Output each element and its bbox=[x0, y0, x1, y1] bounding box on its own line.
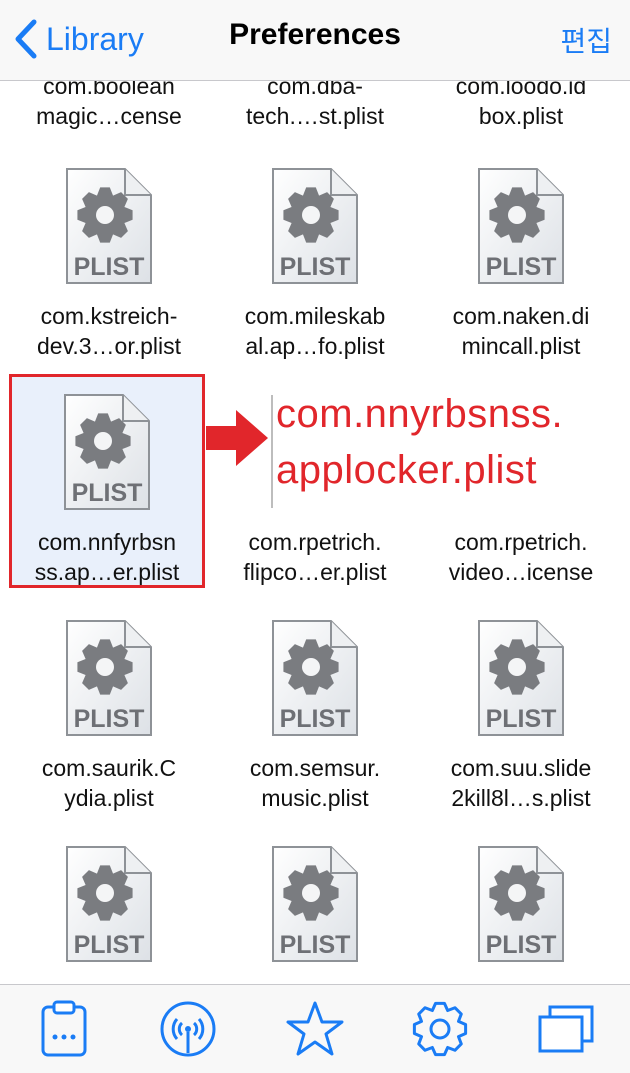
plist-label: PLIST bbox=[280, 705, 351, 733]
file-name-line2: box.plist bbox=[478, 103, 564, 129]
wifi-broadcast-icon[interactable] bbox=[158, 999, 218, 1059]
plist-file-icon: PLIST bbox=[272, 846, 358, 962]
file-item[interactable]: com.rpetrich. video…icense bbox=[418, 387, 624, 587]
arrow-right-icon bbox=[206, 410, 268, 466]
plist-label: PLIST bbox=[74, 705, 145, 733]
edit-button[interactable]: 편집 bbox=[560, 26, 612, 57]
plist-file-icon: PLIST bbox=[272, 620, 358, 736]
plist-label: PLIST bbox=[280, 253, 351, 281]
file-name-line1: com.naken.di bbox=[452, 303, 590, 329]
text-cursor bbox=[271, 395, 273, 508]
plist-file-icon: PLIST bbox=[272, 168, 358, 284]
file-name-line2: mincall.plist bbox=[461, 333, 581, 359]
file-name-line2: video…icense bbox=[448, 559, 594, 585]
file-name-line2: dev.3…or.plist bbox=[36, 333, 182, 359]
file-item[interactable]: PLIST bbox=[418, 839, 624, 984]
file-item[interactable]: com.boolean magic…cense bbox=[6, 81, 212, 141]
file-grid[interactable]: com.boolean magic…cense com.dba- tech.…s… bbox=[0, 81, 630, 984]
file-name-line2: ydia.plist bbox=[64, 785, 154, 811]
file-item[interactable]: com.rpetrich. flipco…er.plist bbox=[212, 387, 418, 587]
annotation-line2: applocker.plist bbox=[276, 448, 537, 492]
file-name-line2: tech.…st.plist bbox=[245, 103, 385, 129]
annotation-text: com.nnyrbsnss. applocker.plist bbox=[276, 386, 563, 498]
plist-file-icon: PLIST bbox=[478, 620, 564, 736]
windows-icon[interactable] bbox=[536, 999, 596, 1059]
file-name-line1: com.rpetrich. bbox=[248, 529, 382, 555]
back-button[interactable]: Library bbox=[14, 14, 144, 64]
page-title: Preferences bbox=[229, 18, 401, 51]
file-name-line1: com.boolean bbox=[43, 81, 175, 99]
plist-label: PLIST bbox=[486, 705, 557, 733]
file-item[interactable]: PLIST com.naken.di mincall.plist bbox=[418, 161, 624, 361]
plist-file-icon: PLIST bbox=[66, 620, 152, 736]
plist-file-icon: PLIST bbox=[64, 394, 150, 510]
navigation-bar: Library Preferences 편집 bbox=[0, 0, 630, 81]
file-name-line1: com.rpetrich. bbox=[454, 529, 588, 555]
file-name-line1: com.kstreich- bbox=[40, 303, 178, 329]
file-name-line1: com.dba- bbox=[267, 81, 363, 99]
plist-label: PLIST bbox=[74, 253, 145, 281]
file-name-line2: flipco…er.plist bbox=[243, 559, 387, 585]
file-item[interactable]: PLIST com.mileskab al.ap…fo.plist bbox=[212, 161, 418, 361]
plist-file-icon: PLIST bbox=[66, 846, 152, 962]
file-item[interactable]: com.loodo.id box.plist bbox=[418, 81, 624, 141]
file-item[interactable]: PLIST com.kstreich- dev.3…or.plist bbox=[6, 161, 212, 361]
file-name-line1: com.suu.slide bbox=[450, 755, 592, 781]
file-item[interactable]: PLIST bbox=[6, 839, 212, 984]
file-name-line2: 2kill8l…s.plist bbox=[451, 785, 591, 811]
plist-file-icon: PLIST bbox=[478, 846, 564, 962]
plist-file-icon: PLIST bbox=[66, 168, 152, 284]
file-item-selected[interactable]: PLIST com.nnfyrbsn ss.ap…er.plist bbox=[12, 377, 202, 585]
file-item[interactable]: PLIST com.semsur. music.plist bbox=[212, 613, 418, 813]
file-name-line2: music.plist bbox=[261, 785, 369, 811]
favorites-star-icon[interactable] bbox=[285, 999, 345, 1059]
file-name-line2: al.ap…fo.plist bbox=[245, 333, 385, 359]
settings-gear-icon[interactable] bbox=[410, 999, 470, 1059]
file-name-line1: com.loodo.id bbox=[455, 81, 587, 99]
plist-label: PLIST bbox=[486, 253, 557, 281]
file-name-line1: com.nnfyrbsn bbox=[37, 529, 177, 555]
file-item[interactable]: com.dba- tech.…st.plist bbox=[212, 81, 418, 141]
file-name-line1: com.semsur. bbox=[249, 755, 381, 781]
plist-file-icon: PLIST bbox=[478, 168, 564, 284]
plist-label: PLIST bbox=[72, 479, 143, 507]
clipboard-icon[interactable] bbox=[34, 999, 94, 1059]
chevron-left-icon bbox=[15, 19, 37, 59]
plist-label: PLIST bbox=[74, 931, 145, 959]
tab-bar bbox=[0, 984, 630, 1073]
annotation-line1: com.nnyrbsnss. bbox=[276, 392, 564, 436]
file-name-line2: ss.ap…er.plist bbox=[34, 559, 180, 585]
file-name-line1: com.saurik.C bbox=[41, 755, 177, 781]
plist-label: PLIST bbox=[486, 931, 557, 959]
back-label: Library bbox=[46, 20, 144, 57]
file-name-line2: magic…cense bbox=[36, 103, 182, 129]
plist-label: PLIST bbox=[280, 931, 351, 959]
file-item[interactable]: PLIST com.suu.slide 2kill8l…s.plist bbox=[418, 613, 624, 813]
file-name-line1: com.mileskab bbox=[244, 303, 386, 329]
file-item[interactable]: PLIST bbox=[212, 839, 418, 984]
file-item[interactable]: PLIST com.saurik.C ydia.plist bbox=[6, 613, 212, 813]
